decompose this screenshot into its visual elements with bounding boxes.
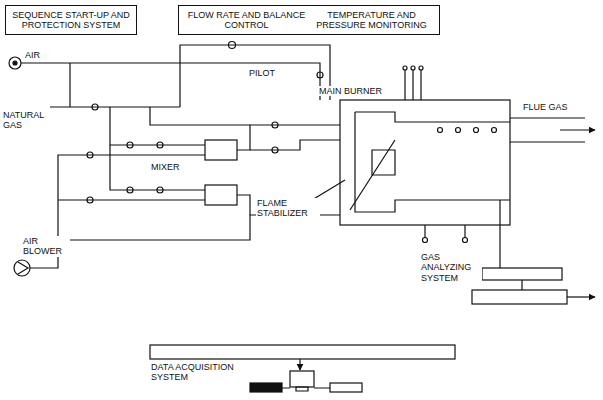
valve bbox=[127, 187, 133, 193]
system-box: FLOW RATE AND BALANCE CONTROLTEMPERATURE… bbox=[178, 5, 440, 35]
part-label: AIR BLOWER bbox=[22, 236, 70, 257]
gas-line bbox=[50, 106, 180, 107]
valve bbox=[272, 147, 278, 153]
air-line bbox=[21, 63, 320, 100]
stabilizer-cone bbox=[350, 140, 395, 210]
part-label: MIXER bbox=[150, 162, 202, 172]
pressure-taps bbox=[423, 225, 468, 243]
flow-meter bbox=[229, 42, 236, 49]
air-inlet-core bbox=[13, 61, 17, 65]
valve bbox=[87, 152, 93, 158]
analyzer-link bbox=[521, 280, 522, 290]
blower-line-2 bbox=[58, 199, 205, 200]
box-title: TEMPERATURE AND PRESSURE MONITORING bbox=[310, 10, 433, 31]
data-bus bbox=[150, 345, 455, 359]
data-arrow bbox=[299, 359, 300, 370]
flue-arrow bbox=[560, 129, 595, 130]
measurement-ports bbox=[438, 128, 497, 133]
pilot-valve bbox=[317, 72, 323, 78]
printer bbox=[330, 383, 362, 392]
analyzer-exhaust bbox=[567, 296, 595, 297]
mixer-out-1b bbox=[250, 140, 340, 150]
gas-bypass bbox=[150, 107, 250, 125]
part-label: GAS ANALYZING SYSTEM bbox=[420, 252, 482, 283]
burner-body bbox=[372, 150, 395, 175]
mixer-vessel bbox=[205, 185, 237, 205]
air-branch bbox=[69, 63, 70, 107]
mixer-vessel bbox=[205, 140, 237, 160]
computer-cables bbox=[282, 387, 330, 388]
part-label: FLUE GAS bbox=[522, 102, 584, 112]
part-label: PILOT bbox=[248, 68, 290, 78]
box-title: SEQUENCE START-UP AND PROTECTION SYSTEM bbox=[11, 10, 131, 31]
gas-to-mixer-1 bbox=[110, 107, 205, 145]
part-label: FLAME STABILIZER bbox=[256, 198, 320, 219]
main-burner-probes bbox=[403, 66, 423, 100]
flow-meter bbox=[157, 187, 163, 193]
combustor-casing bbox=[340, 100, 510, 225]
stabilizer-leader bbox=[312, 180, 345, 200]
analyzer-unit bbox=[482, 268, 562, 280]
blower-vane bbox=[18, 262, 28, 274]
computer-monitor bbox=[290, 371, 314, 387]
part-label: MAIN BURNER bbox=[318, 86, 400, 96]
part-label: NATURAL GAS bbox=[2, 110, 50, 131]
blower-line-3 bbox=[58, 215, 250, 240]
computer-base bbox=[296, 387, 308, 391]
sampling-probe bbox=[499, 200, 500, 268]
valve bbox=[272, 122, 278, 128]
valve bbox=[92, 104, 98, 110]
part-label: DATA ACQUISITION SYSTEM bbox=[150, 362, 247, 383]
valve bbox=[87, 197, 93, 203]
gas-to-mixer-2 bbox=[110, 145, 205, 190]
air-inlet bbox=[9, 57, 21, 69]
system-box: SEQUENCE START-UP AND PROTECTION SYSTEM bbox=[5, 5, 137, 35]
flow-meter bbox=[157, 142, 163, 148]
pilot-line bbox=[180, 45, 330, 107]
box-title: FLOW RATE AND BALANCE CONTROL bbox=[185, 10, 308, 31]
air-blower bbox=[14, 260, 30, 276]
part-label: AIR bbox=[24, 50, 56, 60]
combustor-liner bbox=[355, 112, 510, 212]
mixer-out-1 bbox=[237, 125, 340, 150]
analyzer-unit bbox=[472, 290, 567, 304]
valve bbox=[127, 142, 133, 148]
keyboard bbox=[250, 383, 282, 392]
